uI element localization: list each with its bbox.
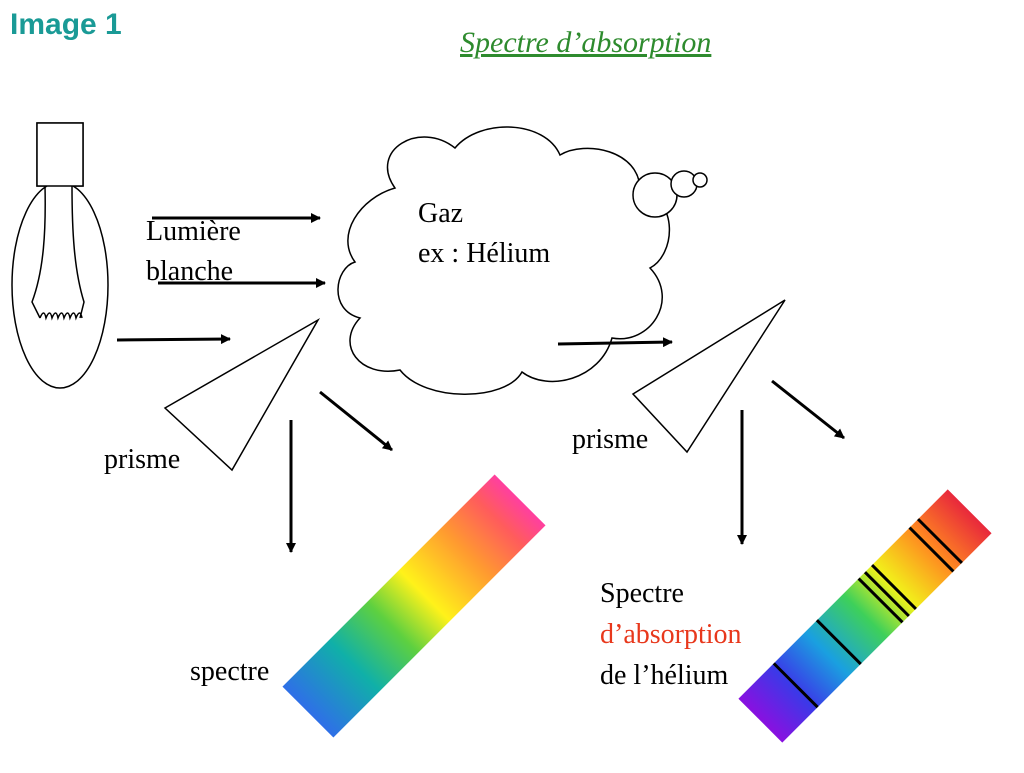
slide-label: Image 1 bbox=[10, 8, 122, 41]
spectrum-label: spectre bbox=[190, 656, 270, 687]
prism-right-label: prisme bbox=[572, 424, 649, 455]
arrow-prism-right-diag bbox=[771, 379, 845, 440]
white-light-label-line2: blanche bbox=[146, 256, 234, 287]
white-light-label-line1: Lumière bbox=[146, 216, 241, 247]
gas-label-line1: Gaz bbox=[418, 198, 464, 229]
absorption-line bbox=[815, 619, 862, 666]
prism-right-icon bbox=[631, 299, 786, 454]
arrow-light-3 bbox=[116, 334, 231, 345]
absorption-line bbox=[772, 662, 819, 709]
light-bulb-icon bbox=[11, 122, 109, 389]
absorption-line bbox=[857, 577, 904, 624]
absorption-lines bbox=[772, 518, 963, 709]
absorption-label-line1: Spectre bbox=[600, 578, 684, 609]
arrow-prism-left-diag bbox=[319, 390, 393, 452]
continuous-spectrum bbox=[282, 474, 546, 738]
gas-cloud-icon bbox=[337, 126, 708, 395]
absorption-line bbox=[916, 518, 963, 565]
light-arrows bbox=[116, 213, 845, 553]
absorption-line bbox=[908, 526, 955, 573]
absorption-line bbox=[871, 564, 917, 610]
gas-label-line2: ex : Hélium bbox=[418, 238, 551, 269]
absorption-line bbox=[863, 571, 910, 618]
absorption-label-line2: d’absorption bbox=[600, 619, 742, 650]
page-title: Spectre d’absorption bbox=[460, 26, 712, 59]
absorption-spectrum bbox=[738, 489, 992, 743]
arrow-gas-out bbox=[557, 337, 673, 348]
prism-left-label: prisme bbox=[104, 444, 181, 475]
prism-left-icon bbox=[163, 317, 321, 472]
absorption-label-line3: de l’hélium bbox=[600, 660, 729, 691]
